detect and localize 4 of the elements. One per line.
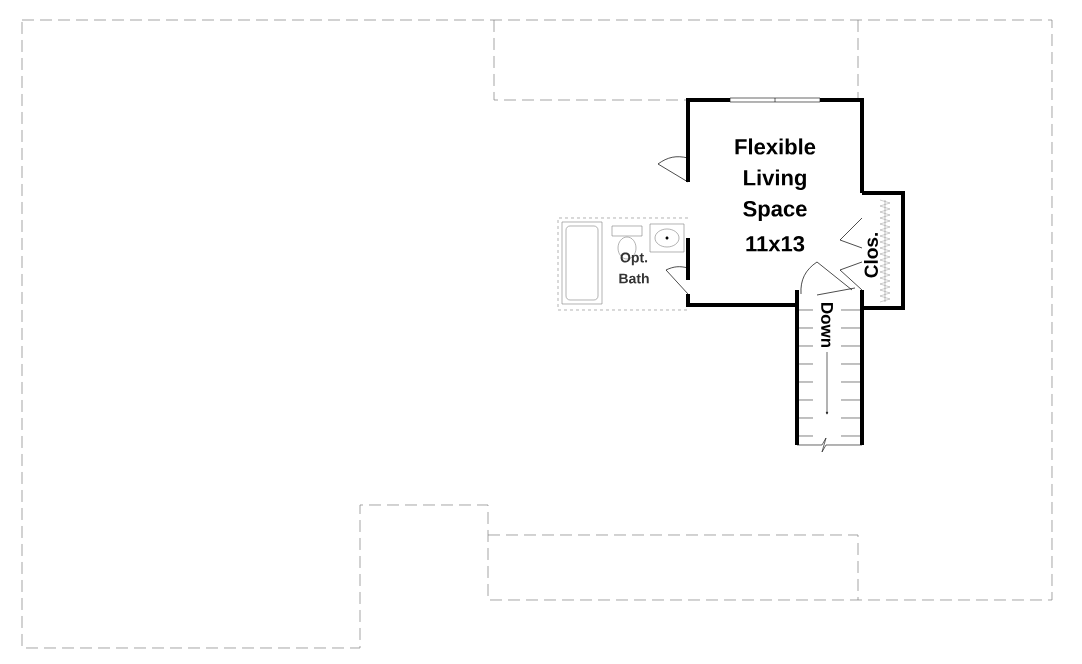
- closet: Clos.: [839, 191, 905, 310]
- stair: Down: [795, 290, 864, 453]
- bath-area: Opt. Bath: [557, 217, 689, 311]
- node-label: Opt. Bath: [619, 252, 649, 284]
